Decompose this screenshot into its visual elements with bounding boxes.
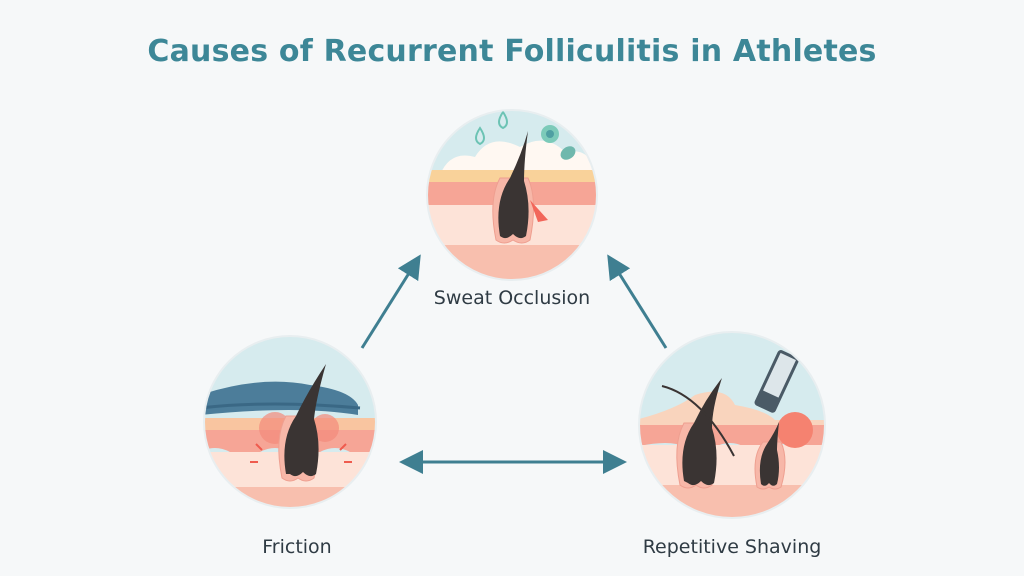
label-repetitive-shaving: Repetitive Shaving bbox=[642, 536, 822, 558]
node-sweat-occlusion bbox=[426, 109, 598, 281]
shaving-illustration bbox=[639, 332, 825, 518]
label-sweat-occlusion: Sweat Occlusion bbox=[433, 287, 591, 309]
razor-icon bbox=[754, 350, 799, 413]
droplet-icon bbox=[498, 110, 508, 130]
arrow-friction-to-sweat bbox=[360, 254, 421, 349]
node-shaving bbox=[638, 331, 826, 519]
droplet-icon bbox=[475, 126, 485, 146]
arrow-shaving-to-sweat bbox=[607, 254, 668, 349]
diagram-title: Causes of Recurrent Folliculitis in Athl… bbox=[147, 34, 877, 69]
label-friction: Friction bbox=[262, 536, 332, 558]
node-friction bbox=[203, 335, 377, 509]
friction-illustration bbox=[204, 336, 376, 508]
sweat-occlusion-illustration bbox=[427, 110, 597, 280]
microbe-icon bbox=[560, 146, 576, 160]
